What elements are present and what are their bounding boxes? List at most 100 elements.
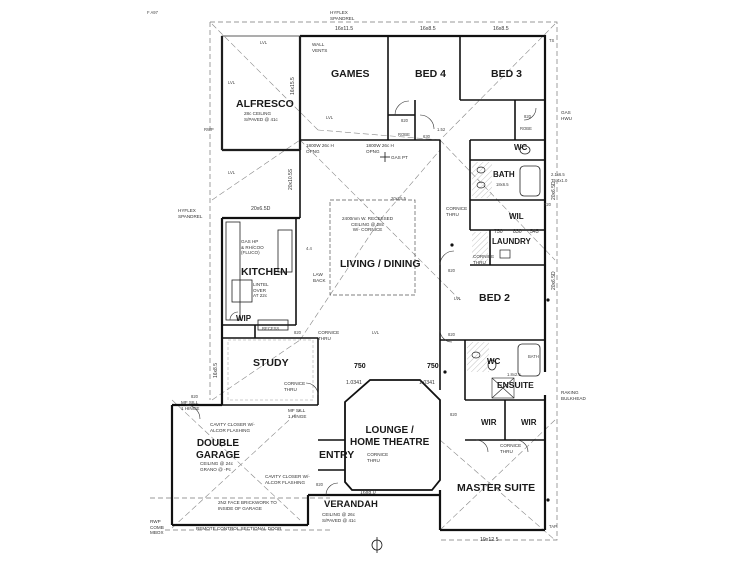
corner-label: F A97 xyxy=(147,10,158,15)
dim-top-bed4: 16x8.5 xyxy=(420,26,436,32)
room-master-suite-label: MASTER SUITE xyxy=(457,482,536,494)
cornice-living-line1: CORNICE xyxy=(446,206,468,211)
room-wc-top-label: WC xyxy=(514,143,528,152)
recessed-ceiling-outline xyxy=(329,199,416,296)
room-wip-label: WIP xyxy=(236,314,252,323)
dim-wc: 1.52 xyxy=(437,127,446,132)
dim-kitchen-top: 20x6.5D xyxy=(251,206,271,212)
opening-left-line2: OPNG xyxy=(306,148,320,154)
verandah-ceiling-line2: S/PAVED @ 41c xyxy=(322,517,356,523)
kitchen-benches xyxy=(225,221,293,331)
note-hyflex-top: HYFLEX SPANDREL xyxy=(330,10,354,21)
room-recess-label: RECESS xyxy=(262,326,280,331)
dim-laundry-1: 750 xyxy=(494,229,503,235)
dim-lounge-diag-left: 1.0341 xyxy=(346,380,362,386)
garage-ceiling-line2: GRANO @ -Pc xyxy=(200,466,231,472)
lvl-mark-4: LVL xyxy=(326,115,334,120)
opening-left-line1: 1800W 26c H xyxy=(306,143,334,148)
north-arrow-icon xyxy=(371,537,383,553)
cornice-lounge-line2: THRU xyxy=(367,457,380,463)
face-brick-line2: INSIDE OF GARAGE xyxy=(218,505,262,511)
dim-door-820-b: 820 xyxy=(524,114,531,119)
living-ceiling-line3: W/- CORNICE xyxy=(352,227,383,232)
room-robe-bed3-label: ROBE xyxy=(520,126,532,131)
note-living-ceiling: 2400mm W. RECESSED CEILING @ 28c W/- COR… xyxy=(342,216,393,233)
dim-bath: 18x6.5 xyxy=(496,182,509,187)
wall-vents-line2: VENTS xyxy=(312,47,328,53)
dim-garage-side: 16x8.5 xyxy=(213,362,219,378)
cavity1-line1: CAVITY CLOSER W/- xyxy=(210,422,255,427)
note-cavity-closer-2: CAVITY CLOSER W/- ALCOR FLASHING xyxy=(265,474,310,485)
lvl-mark-5: LVL xyxy=(372,330,380,335)
room-wir-right-label: WIR xyxy=(521,418,537,427)
opening-right-line1: 1800W 26c H xyxy=(366,143,394,148)
law-back-line1: LAW xyxy=(313,272,323,277)
room-robe-bed4-label: ROBE xyxy=(398,132,410,137)
note-mf-sill: MF SILL 1 HINGE xyxy=(181,400,199,411)
cornice-entry-line2: THRU xyxy=(473,259,486,265)
room-kitchen-label: KITCHEN xyxy=(241,266,288,278)
bath-icon xyxy=(517,165,541,377)
roof-outline xyxy=(150,21,558,541)
lounge-label-line2: HOME THEATRE xyxy=(350,437,430,448)
lintel-line2: OVER xyxy=(253,287,267,293)
garage-label-line1: DOUBLE xyxy=(196,438,240,449)
note-gas-hwu: GAS HWU xyxy=(561,110,572,121)
dim-door-820-c: 820 xyxy=(448,268,455,273)
room-bath-label: BATH xyxy=(493,170,515,179)
room-double-garage-label: DOUBLE GARAGE xyxy=(196,438,240,462)
face-brick-line1: 2N2 FACE BRICKWORK TO xyxy=(218,500,277,505)
dim-laundry-2: 830 xyxy=(513,229,522,235)
cornice-living-line2: THRU xyxy=(446,211,459,217)
note-face-brickwork: 2N2 FACE BRICKWORK TO INSIDE OF GARAGE xyxy=(218,500,277,511)
dim-door-820-g: 820 xyxy=(450,412,457,417)
dim-laundry-3: 545 xyxy=(530,229,539,235)
note-opening-right: 1800W 26c H OPNG xyxy=(366,143,394,154)
dim-bottom-master: 19x12.5 xyxy=(480,537,499,543)
note-cornice-wir: CORNICE THRU xyxy=(500,443,521,454)
lounge-octagon xyxy=(344,379,441,491)
room-bed4-label: BED 4 xyxy=(415,68,446,80)
note-verandah-ceiling: CEILING @ 26c S/PAVED @ 41c xyxy=(322,512,356,523)
raking-line1: RAKING xyxy=(561,390,579,395)
hyflex-left-line2: SPANDREL xyxy=(178,213,203,219)
kitchen-app-line2: & RH/COO xyxy=(241,244,264,250)
kitchen-app-line3: (FLUCO) xyxy=(241,250,260,255)
living-ceiling-line2: CEILING @ 28c xyxy=(351,221,385,227)
door-swing-icon xyxy=(185,100,537,496)
laundry-hatch xyxy=(472,232,488,262)
room-alfresco-label: ALFRESCO xyxy=(236,98,294,110)
sink-icon xyxy=(471,166,511,359)
room-living-dining-label: LIVING / DINING xyxy=(340,258,421,270)
verandah-ceiling-line1: CEILING @ 26c xyxy=(322,512,356,517)
note-law-back: LAW BACK xyxy=(313,272,326,283)
cavity2-line1: CAVITY CLOSER W/- xyxy=(265,474,310,479)
combo-line2: COMB xyxy=(150,524,164,530)
note-alfresco-ceiling: 28c CEILING S/PAVED @ 41c xyxy=(244,111,278,122)
dim-bed2-side-2: 20x6.5D xyxy=(551,181,557,200)
dim-alfresco-side: 16x15.5 xyxy=(290,77,296,95)
alfresco-ceiling-line2: S/PAVED @ 41c xyxy=(244,116,278,122)
hyflex-left-line1: HYFLEX xyxy=(178,208,196,213)
alfresco-outline xyxy=(221,35,301,151)
mf-sill-line2: 1 HINGE xyxy=(181,405,200,411)
lvl-mark-2: LVL xyxy=(228,80,236,85)
note-cornice-living: CORNICE THRU xyxy=(446,206,467,217)
note-combo-mbox: RWP COMB MBOX xyxy=(150,519,164,536)
garage-ceiling-line1: CEILING @ 24c xyxy=(200,461,234,466)
alfresco-ceiling-line1: 28c CEILING xyxy=(244,111,272,116)
hyflex-top-line1: HYFLEX xyxy=(330,10,348,15)
note-cavity-closer-1: CAVITY CLOSER W/- ALCOR FLASHING xyxy=(210,422,255,433)
wall-vents-line1: WALL xyxy=(312,42,325,47)
note-cornice-left: CORNICE THRU xyxy=(318,330,339,341)
law-back-line2: BACK xyxy=(313,277,326,283)
room-wc-ensuite-label: WC xyxy=(487,357,501,366)
internal-walls xyxy=(222,36,545,471)
lintel-line3: AT 22c xyxy=(253,293,268,298)
dim-bed2-side: 20x6.5D xyxy=(551,271,557,290)
cornice-wir-line2: THRU xyxy=(500,448,513,454)
room-lounge-label: LOUNGE / HOME THEATRE xyxy=(350,425,429,449)
gas-point-icon xyxy=(380,152,390,162)
room-games-label: GAMES xyxy=(331,68,370,80)
